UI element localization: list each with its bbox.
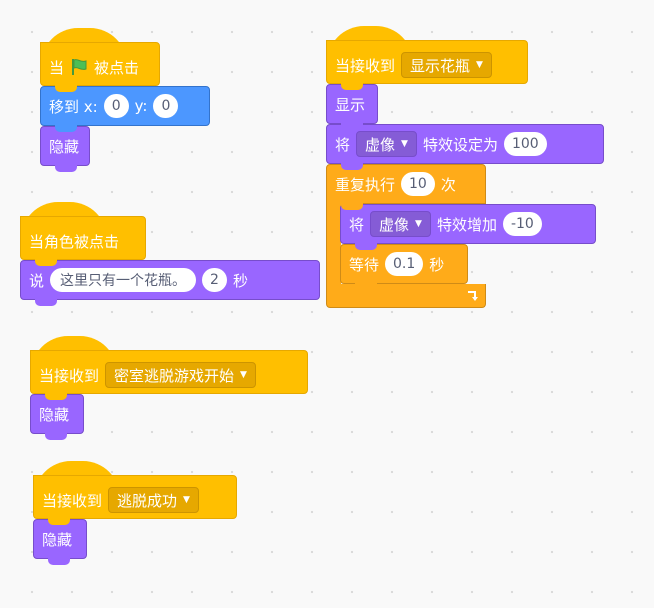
escape-success-script[interactable]: 当接收到 逃脱成功 ▼ 隐藏 xyxy=(33,461,237,565)
effect-label: 虚像 xyxy=(365,135,396,154)
goto-y-label: y: xyxy=(134,97,148,115)
change-effect-block[interactable]: 将 虚像 ▼ 特效增加 -10 xyxy=(340,204,596,250)
effect-label: 虚像 xyxy=(379,215,410,234)
when-sprite-clicked-block[interactable]: 当角色被点击 xyxy=(20,202,146,266)
goto-x-label: 移到 x: xyxy=(49,97,98,116)
repeat-header[interactable]: 重复执行 10 次 xyxy=(326,164,486,210)
repeat-arm xyxy=(326,203,341,285)
say-secs-input[interactable]: 2 xyxy=(202,268,227,292)
goto-x-input[interactable]: 0 xyxy=(103,94,129,118)
hide-block[interactable]: 隐藏 xyxy=(33,519,87,565)
repeat-footer xyxy=(326,284,486,308)
when-receive-escape-start-block[interactable]: 当接收到 密室逃脱游戏开始 ▼ xyxy=(30,336,308,400)
flag-script[interactable]: 当 被点击 移到 x: 0 y: 0 隐藏 xyxy=(40,28,210,172)
repeat-block[interactable]: 重复执行 10 次 将 虚像 ▼ 特效增加 -10 等待 0.1 秒 xyxy=(326,164,596,308)
change-effect-value-input[interactable]: -10 xyxy=(502,212,542,236)
repeat-suffix: 次 xyxy=(440,175,456,194)
wait-suffix: 秒 xyxy=(429,255,445,274)
repeat-label: 重复执行 xyxy=(335,175,396,194)
message-label: 密室逃脱游戏开始 xyxy=(114,366,235,385)
hat-label: 当接收到 xyxy=(335,56,396,75)
say-for-secs-block[interactable]: 说 这里只有一个花瓶。 2 秒 xyxy=(20,260,320,306)
goto-y-input[interactable]: 0 xyxy=(153,94,179,118)
repeat-count-input[interactable]: 10 xyxy=(401,172,435,196)
hat-label: 当接收到 xyxy=(39,366,100,385)
green-flag-icon xyxy=(70,58,88,76)
loop-arrow-icon xyxy=(465,289,479,303)
change-effect-suffix: 特效增加 xyxy=(436,215,497,234)
escape-start-script[interactable]: 当接收到 密室逃脱游戏开始 ▼ 隐藏 xyxy=(30,336,308,440)
hide-label: 隐藏 xyxy=(49,137,80,156)
hide-block[interactable]: 隐藏 xyxy=(40,126,90,172)
wait-block[interactable]: 等待 0.1 秒 xyxy=(340,244,468,290)
hat-suffix-label: 被点击 xyxy=(94,58,140,77)
wait-value-input[interactable]: 0.1 xyxy=(385,252,424,276)
caret-down-icon: ▼ xyxy=(240,369,247,380)
change-effect-prefix: 将 xyxy=(349,215,365,234)
message-label: 逃脱成功 xyxy=(117,491,178,510)
message-dropdown[interactable]: 显示花瓶 ▼ xyxy=(401,52,492,78)
show-vase-script[interactable]: 当接收到 显示花瓶 ▼ 显示 将 虚像 ▼ 特效设定为 100 重复执行 10 … xyxy=(326,26,604,308)
hat-label: 当接收到 xyxy=(42,491,103,510)
message-dropdown[interactable]: 逃脱成功 ▼ xyxy=(108,487,199,513)
effect-dropdown[interactable]: 虚像 ▼ xyxy=(370,211,431,237)
say-text-input[interactable]: 这里只有一个花瓶。 xyxy=(50,268,197,292)
message-dropdown[interactable]: 密室逃脱游戏开始 ▼ xyxy=(105,362,256,388)
set-effect-suffix: 特效设定为 xyxy=(422,135,498,154)
goto-xy-block[interactable]: 移到 x: 0 y: 0 xyxy=(40,86,210,132)
caret-down-icon: ▼ xyxy=(415,218,422,229)
show-block[interactable]: 显示 xyxy=(326,84,378,130)
caret-down-icon: ▼ xyxy=(476,59,483,70)
hide-label: 隐藏 xyxy=(39,405,70,424)
set-effect-block[interactable]: 将 虚像 ▼ 特效设定为 100 xyxy=(326,124,604,170)
hat-prefix-label: 当 xyxy=(49,58,65,77)
when-receive-escape-success-block[interactable]: 当接收到 逃脱成功 ▼ xyxy=(33,461,237,525)
wait-label: 等待 xyxy=(349,255,380,274)
when-flag-clicked-block[interactable]: 当 被点击 xyxy=(40,28,160,92)
caret-down-icon: ▼ xyxy=(401,138,408,149)
say-label: 说 xyxy=(29,271,45,290)
sprite-click-script[interactable]: 当角色被点击 说 这里只有一个花瓶。 2 秒 xyxy=(20,202,320,306)
hat-label: 当角色被点击 xyxy=(29,232,120,251)
hide-block[interactable]: 隐藏 xyxy=(30,394,84,440)
secs-label: 秒 xyxy=(232,271,248,290)
when-receive-show-vase-block[interactable]: 当接收到 显示花瓶 ▼ xyxy=(326,26,528,90)
repeat-body: 将 虚像 ▼ 特效增加 -10 等待 0.1 秒 xyxy=(340,204,596,290)
effect-dropdown[interactable]: 虚像 ▼ xyxy=(356,131,417,157)
message-label: 显示花瓶 xyxy=(410,56,471,75)
set-effect-value-input[interactable]: 100 xyxy=(503,132,547,156)
show-label: 显示 xyxy=(335,95,366,114)
set-effect-prefix: 将 xyxy=(335,135,351,154)
caret-down-icon: ▼ xyxy=(183,494,190,505)
hide-label: 隐藏 xyxy=(42,530,73,549)
